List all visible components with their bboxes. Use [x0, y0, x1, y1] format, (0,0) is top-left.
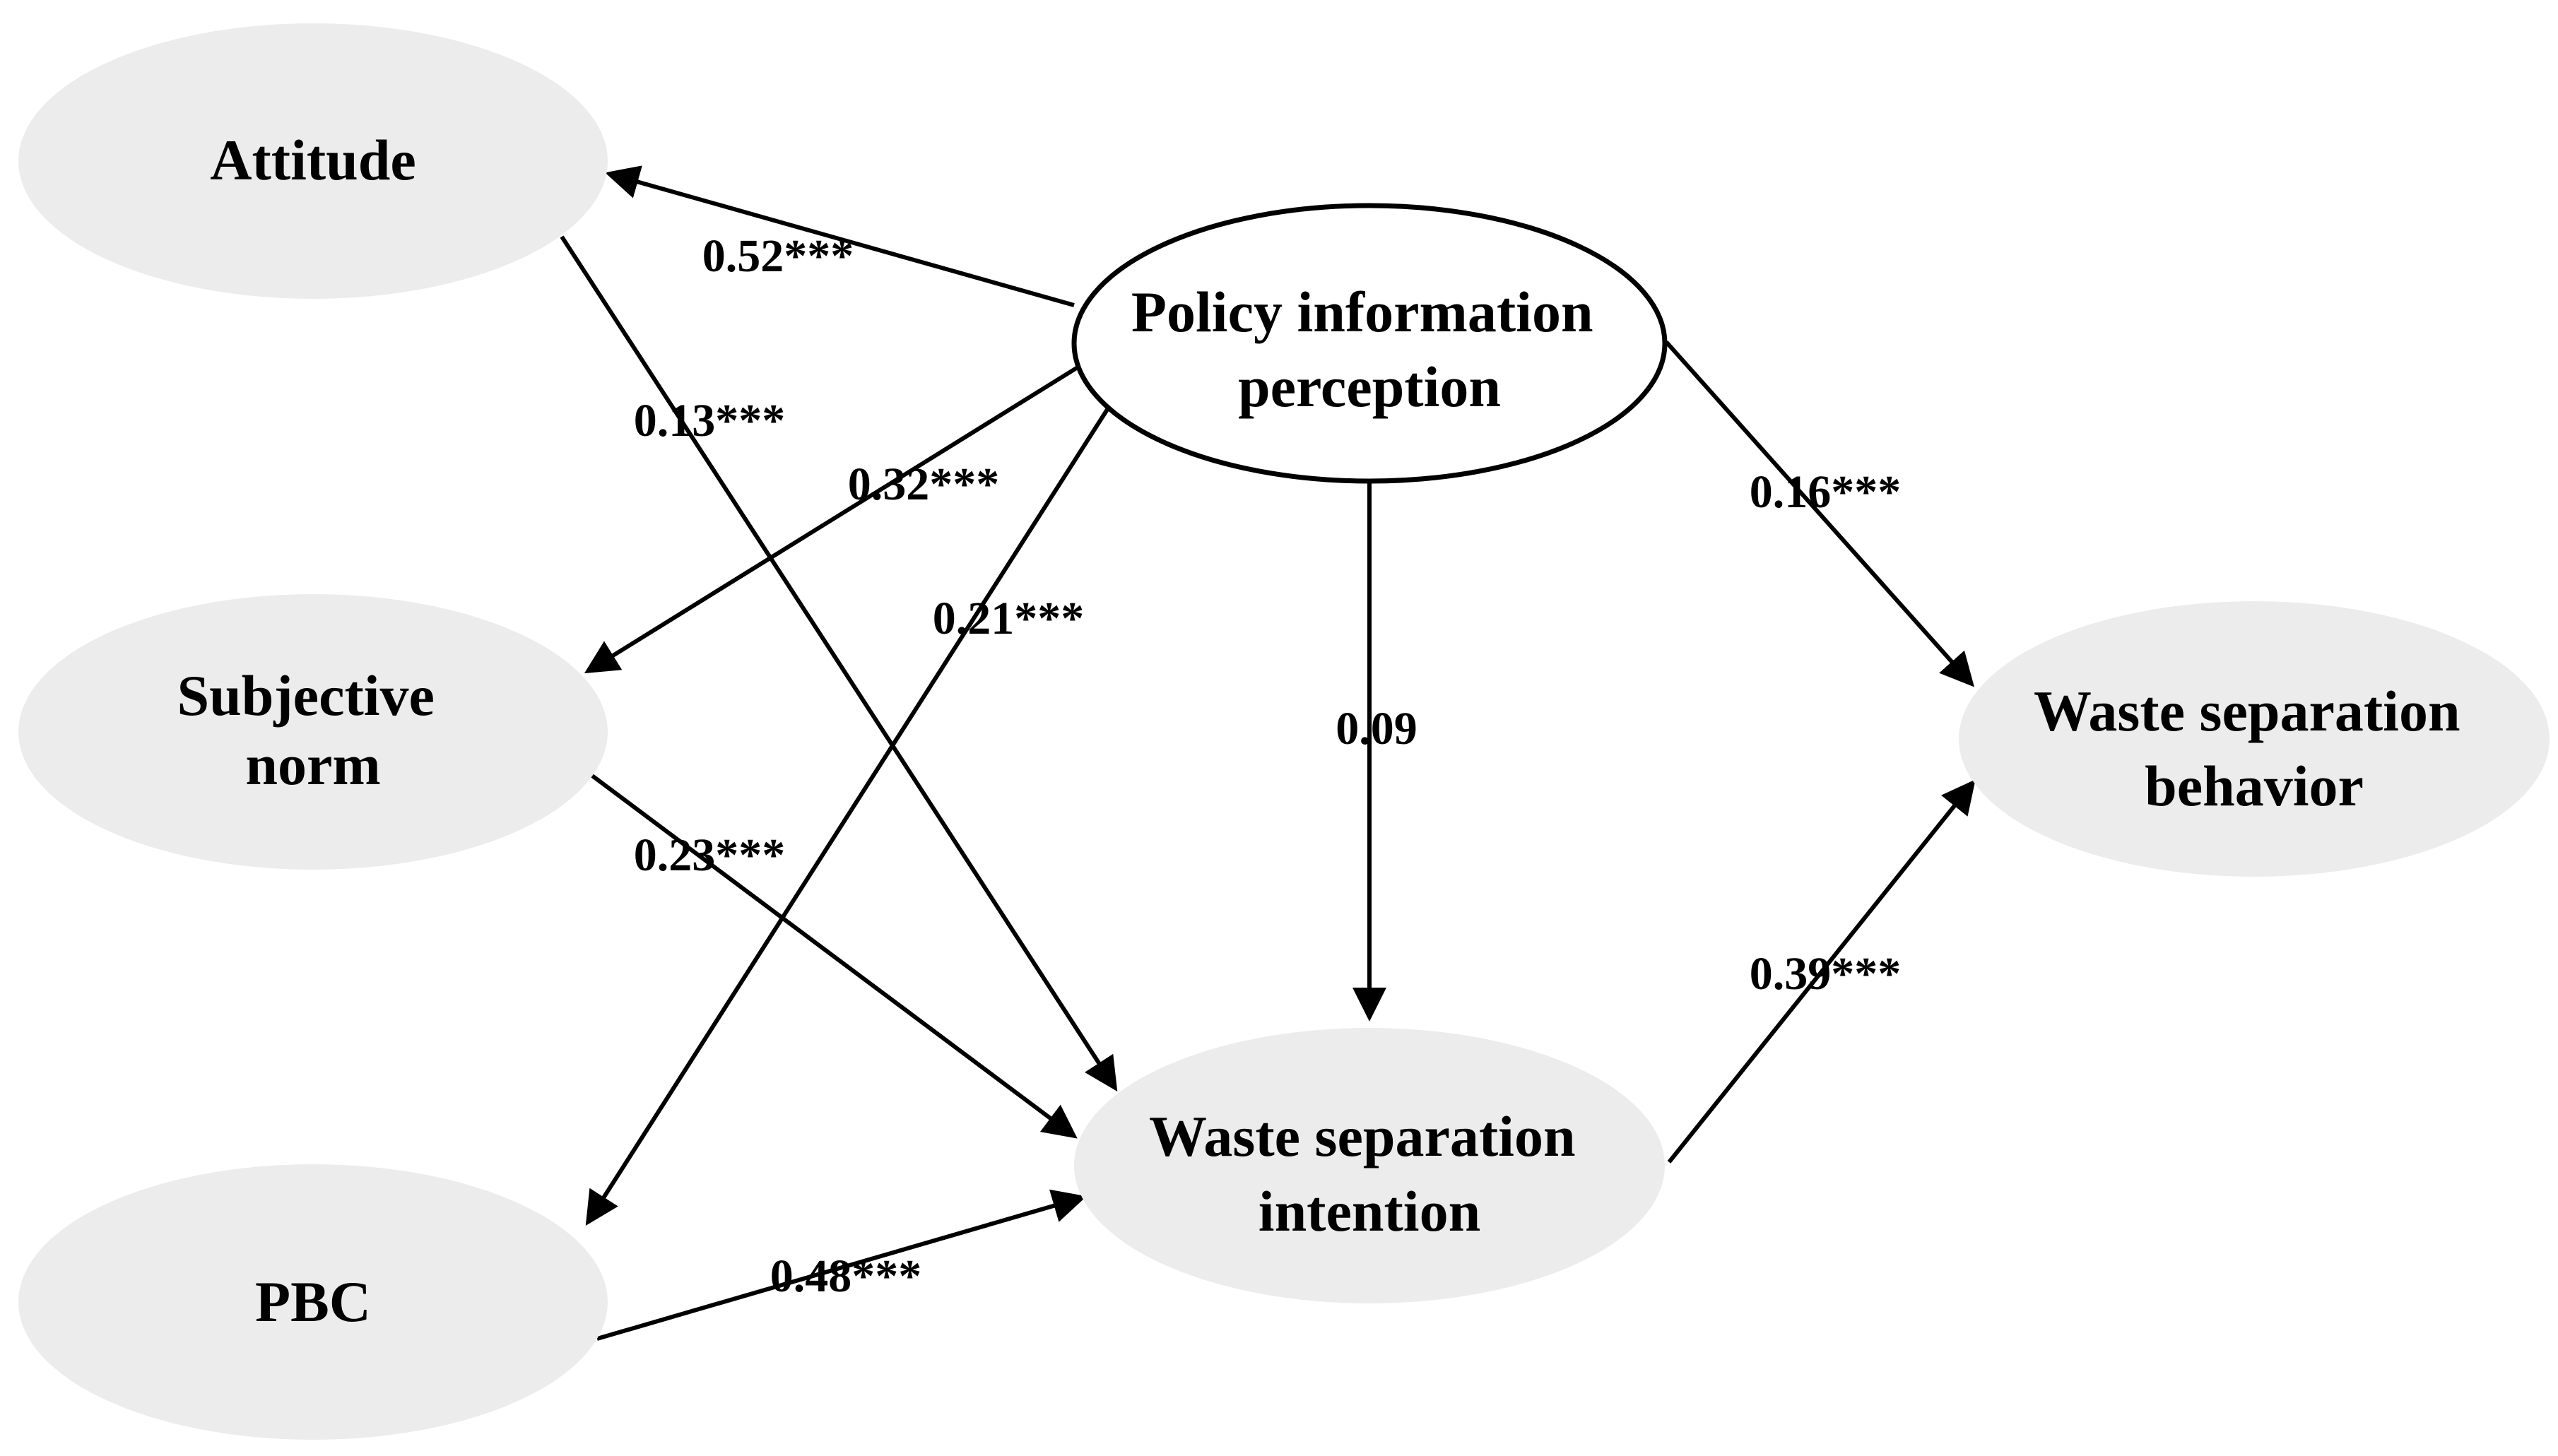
coef-policy-attitude: 0.52***: [702, 230, 854, 282]
edge-attitude-intention: [560, 235, 1118, 1092]
coefficient-labels: 0.52*** 0.13*** 0.32*** 0.21*** 0.09 0.1…: [634, 230, 1902, 1302]
subjective-norm-label-line-1: Subjective: [177, 663, 435, 728]
behavior-label: Waste separation behavior: [2034, 679, 2475, 818]
intention-label-line-1: Waste separation: [1149, 1104, 1576, 1168]
coef-policy-pbc: 0.21***: [933, 593, 1085, 644]
intention-ellipse: [1074, 1028, 1665, 1303]
node-policy: Policy information perception: [1071, 203, 1668, 484]
edges: [560, 165, 1976, 1341]
node-pbc: PBC: [18, 1164, 608, 1440]
node-subjective-norm: Subjective norm: [18, 594, 608, 870]
node-attitude: Attitude: [18, 23, 608, 299]
intention-label-line-2: intention: [1259, 1179, 1480, 1243]
attitude-ellipse: [18, 23, 608, 299]
edge-norm-intention: [591, 774, 1078, 1139]
behavior-label-line-1: Waste separation: [2034, 679, 2460, 743]
coef-policy-behavior: 0.16***: [1750, 466, 1902, 518]
behavior-ellipse: [1959, 601, 2550, 877]
coef-norm-intention: 0.23***: [634, 829, 786, 881]
policy-label-line-2: perception: [1238, 355, 1501, 419]
edge-policy-pbc: [585, 407, 1110, 1226]
pbc-label: PBC: [255, 1269, 371, 1334]
coef-policy-norm: 0.32***: [848, 458, 1000, 510]
intention-label: Waste separation intention: [1149, 1104, 1590, 1243]
coef-policy-intention: 0.09: [1336, 703, 1417, 754]
coef-attitude-intention: 0.13***: [634, 395, 786, 446]
policy-label: Policy information perception: [1131, 280, 1608, 419]
attitude-label-line-1: Attitude: [210, 128, 416, 192]
edge-policy-norm: [584, 365, 1079, 674]
policy-label-line-1: Policy information: [1131, 280, 1593, 344]
edge-policy-attitude: [605, 165, 1075, 307]
pbc-label-line-1: PBC: [255, 1269, 371, 1334]
attitude-label: Attitude: [210, 128, 416, 192]
subjective-norm-label-line-2: norm: [245, 733, 380, 797]
edge-pbc-intention: [596, 1189, 1087, 1341]
node-intention: Waste separation intention: [1074, 1028, 1665, 1303]
edge-policy-behavior: [1664, 341, 1974, 687]
policy-ellipse: [1071, 203, 1668, 484]
coef-pbc-intention: 0.48***: [770, 1250, 922, 1302]
subjective-norm-ellipse: [18, 594, 608, 870]
coef-intention-behavior: 0.39***: [1750, 948, 1902, 1000]
node-behavior: Waste separation behavior: [1959, 601, 2550, 877]
edge-intention-behavior: [1667, 779, 1976, 1164]
behavior-label-line-2: behavior: [2145, 754, 2364, 818]
subjective-norm-label: Subjective norm: [177, 663, 449, 797]
pbc-ellipse: [18, 1164, 608, 1440]
